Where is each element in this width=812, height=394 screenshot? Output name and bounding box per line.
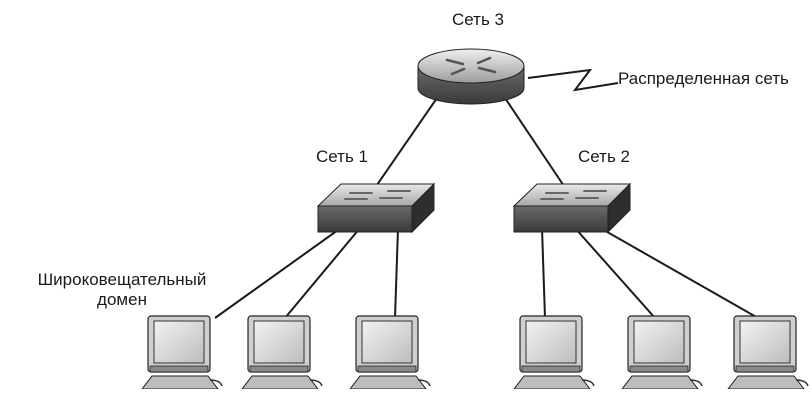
link-router-switch2 xyxy=(504,97,571,196)
workstation-icon xyxy=(348,315,431,390)
label-broadcast-line2: домен xyxy=(97,290,147,309)
workstation-icon xyxy=(140,315,223,390)
link-sw2-pc4 xyxy=(541,227,546,319)
router-icon xyxy=(417,48,525,105)
workstation-icon xyxy=(512,315,595,390)
label-wan: Распределенная сеть xyxy=(618,69,789,88)
link-sw2-pc5 xyxy=(574,227,656,319)
workstations xyxy=(140,315,809,390)
label-network-1: Сеть 1 xyxy=(316,147,368,166)
links xyxy=(214,68,759,319)
label-broadcast-domain: Широковещательный домен xyxy=(34,270,210,310)
label-broadcast-line1: Широковещательный xyxy=(37,270,207,289)
link-sw1-pc1 xyxy=(214,224,346,319)
link-sw1-pc2 xyxy=(284,227,361,319)
link-sw2-pc6 xyxy=(594,224,759,319)
workstation-icon xyxy=(620,315,703,390)
label-network-2: Сеть 2 xyxy=(578,147,630,166)
label-network-3: Сеть 3 xyxy=(452,10,504,29)
workstation-icon xyxy=(726,315,809,390)
switch-icon xyxy=(512,182,632,234)
switch-icon xyxy=(316,182,436,234)
wan-link xyxy=(527,68,619,92)
link-router-switch1 xyxy=(369,97,438,196)
workstation-icon xyxy=(240,315,323,390)
link-sw1-pc3 xyxy=(394,227,399,319)
